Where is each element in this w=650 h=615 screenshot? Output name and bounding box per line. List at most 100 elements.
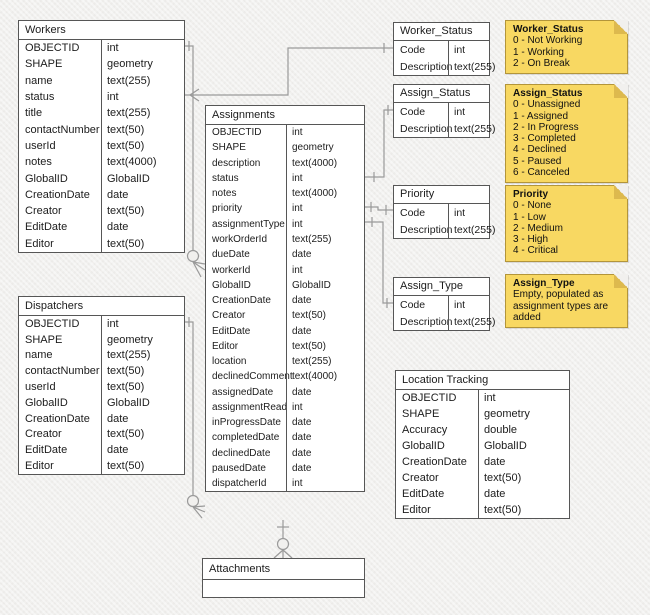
field-name: dueDate: [212, 249, 250, 261]
sticky-note-line: Empty, populated as: [513, 289, 604, 301]
sticky-note-line: 4 - Critical: [513, 245, 559, 257]
field-name: pausedDate: [212, 462, 266, 474]
folded-corner-icon: [614, 274, 628, 288]
relationship-workers-assignments[interactable]: [185, 41, 206, 278]
field-name: Creator: [402, 472, 439, 484]
field-row: GlobalID GlobalID: [19, 394, 184, 411]
field-type: text(255): [101, 347, 184, 364]
field-name: Description: [400, 122, 453, 135]
field-type: date: [101, 186, 184, 203]
field-type: text(50): [286, 338, 364, 354]
field-name: Code: [400, 206, 426, 219]
relationship-assignments-assign-type[interactable]: [365, 217, 393, 308]
field-type: text(4000): [286, 369, 364, 385]
field-name: CreationDate: [25, 412, 90, 425]
folded-corner-icon: [614, 185, 628, 199]
field-name: userId: [25, 139, 56, 152]
field-name: Creator: [212, 310, 246, 322]
field-name: Editor: [25, 460, 54, 473]
field-type: GlobalID: [286, 277, 364, 293]
field-row: notes text(4000): [206, 186, 364, 202]
field-type: int: [101, 88, 184, 106]
field-name: SHAPE: [402, 408, 440, 420]
field-name: Description: [400, 223, 453, 236]
field-name: notes: [212, 188, 237, 200]
field-type: GlobalID: [101, 394, 184, 411]
field-name: EditDate: [402, 488, 445, 500]
field-type: date: [286, 384, 364, 400]
zero-circle: [186, 249, 200, 263]
table-title: Assignments: [206, 106, 364, 125]
relationship-dispatchers-assignments[interactable]: [185, 317, 206, 519]
table-title: Location Tracking: [396, 371, 569, 390]
field-type: double: [478, 422, 569, 438]
field-type: text(255): [286, 353, 364, 370]
field-name: GlobalID: [25, 396, 68, 409]
field-name: SHAPE: [25, 333, 63, 346]
relationship-assignments-assign-status[interactable]: [365, 105, 393, 182]
sticky-note-line: 3 - High: [513, 234, 549, 246]
field-type: text(50): [286, 308, 364, 324]
field-row: name text(255): [19, 72, 184, 89]
table-attachments[interactable]: Attachments: [202, 558, 365, 598]
relationship-workers-worker-status[interactable]: [185, 43, 393, 102]
sticky-note-line: 1 - Working: [513, 46, 564, 58]
crow-foot-icon: [189, 88, 200, 102]
field-type: text(50): [478, 502, 569, 518]
field-name: dispatcherId: [212, 478, 267, 490]
field-name: name: [25, 74, 53, 87]
relationship-assignments-attachments[interactable]: [273, 520, 293, 559]
relationship-assignments-priority[interactable]: [365, 202, 393, 215]
field-type: int: [448, 103, 489, 120]
field-row: Creator text(50): [206, 308, 364, 324]
field-type: text(255): [448, 120, 495, 137]
field-type: text(4000): [286, 186, 364, 202]
field-row: SHAPE geometry: [19, 331, 184, 348]
field-type: date: [286, 430, 364, 446]
field-type: text(50): [101, 121, 184, 138]
field-type: int: [478, 390, 569, 406]
field-type: geometry: [101, 331, 184, 348]
field-name: workOrderId: [212, 233, 268, 245]
field-type: text(255): [101, 72, 184, 89]
field-type: text(50): [101, 458, 184, 474]
field-type: text(50): [101, 426, 184, 443]
